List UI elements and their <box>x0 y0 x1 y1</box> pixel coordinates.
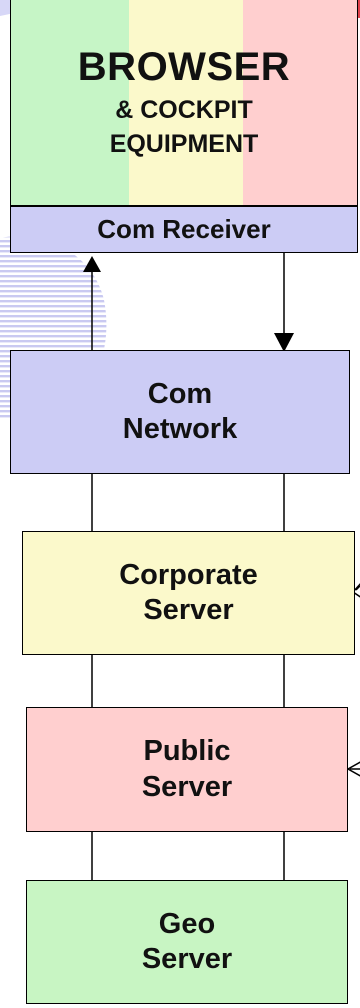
downlink-arrowhead <box>274 333 294 352</box>
public-server-box: Public Server <box>26 707 348 832</box>
corporate-server-box: Corporate Server <box>22 531 355 655</box>
public-server-line2: Server <box>141 770 233 803</box>
com-receiver-box: Com Receiver <box>10 206 358 253</box>
browser-title: BROWSER <box>77 44 291 89</box>
right-arrow-1-line <box>355 585 360 591</box>
uplink-arrowhead <box>83 256 101 272</box>
geo-server-line1: Geo <box>158 907 216 940</box>
corporate-server-line1: Corporate <box>119 558 258 591</box>
public-server-line1: Public <box>143 735 231 768</box>
browser-subtitle-line2: EQUIPMENT <box>109 130 259 158</box>
browser-subtitle-line1: & COCKPIT <box>115 95 253 124</box>
geo-server-box: Geo Server <box>26 880 348 1004</box>
com-network-line1: Com <box>147 377 213 410</box>
com-network-box: Com Network <box>10 350 350 474</box>
right-arrow-2-head <box>346 761 360 777</box>
corporate-server-line2: Server <box>143 594 234 626</box>
com-receiver-label: Com Receiver <box>97 213 271 244</box>
browser-box: BROWSER & COCKPIT EQUIPMENT <box>10 0 358 206</box>
geo-server-line2: Server <box>141 943 233 975</box>
com-network-line2: Network <box>122 413 238 445</box>
